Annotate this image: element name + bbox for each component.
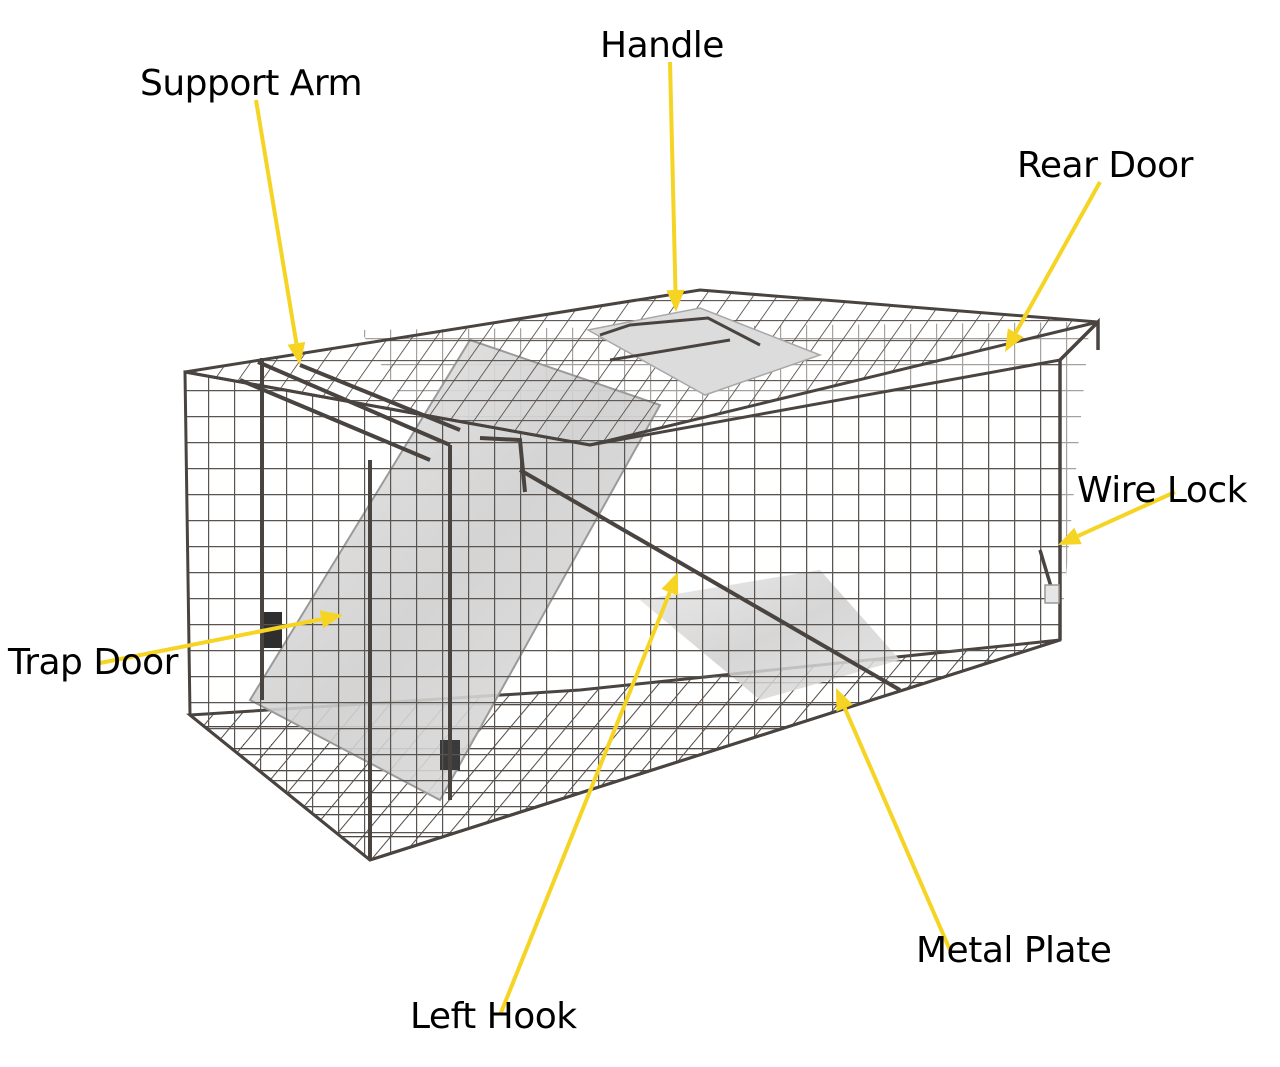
callout-arrow-rear-door bbox=[1013, 181, 1102, 334]
callout-arrow-wire-lock bbox=[1077, 490, 1176, 538]
callout-arrows bbox=[99, 61, 1176, 1016]
callout-arrow-support-arm bbox=[254, 99, 299, 344]
handle-shape bbox=[585, 307, 823, 396]
arrowhead-icon bbox=[666, 289, 685, 312]
rear-door-shape bbox=[1038, 317, 1100, 640]
callout-arrow-metal-plate bbox=[842, 707, 952, 951]
arrowhead-icon bbox=[1005, 328, 1024, 352]
arrowhead-icon bbox=[836, 688, 854, 712]
left-hook-rod bbox=[479, 436, 902, 692]
callout-arrow-trap-door bbox=[99, 617, 322, 665]
label-metal-plate: Metal Plate bbox=[916, 930, 1112, 971]
label-rear-door: Rear Door bbox=[1017, 145, 1193, 186]
arrowhead-icon bbox=[661, 572, 679, 596]
arrowhead-icon bbox=[1058, 527, 1082, 545]
label-trap-door: Trap Door bbox=[8, 642, 178, 683]
label-wire-lock: Wire Lock bbox=[1077, 470, 1248, 511]
arrowhead-icon bbox=[319, 610, 343, 629]
label-left-hook: Left Hook bbox=[410, 996, 577, 1037]
label-handle: Handle bbox=[600, 25, 724, 66]
callout-arrow-handle bbox=[668, 61, 678, 291]
arrowhead-icon bbox=[287, 341, 306, 365]
label-support-arm: Support Arm bbox=[140, 63, 363, 104]
callout-arrow-left-hook bbox=[498, 591, 672, 1016]
support-arm-shape bbox=[239, 358, 461, 860]
